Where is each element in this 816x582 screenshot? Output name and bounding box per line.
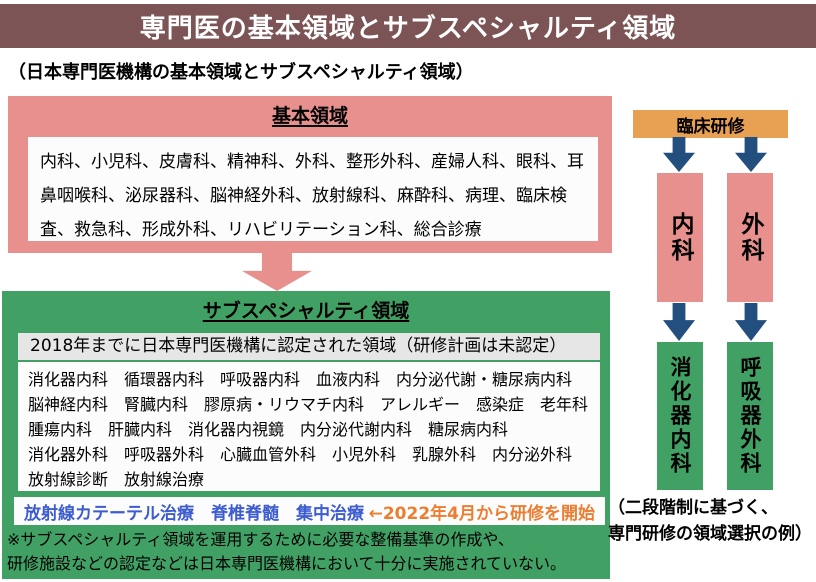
down-arrow-icon <box>663 137 695 172</box>
flow-sub-box-kokyukigeka: 呼吸器外科 <box>727 342 773 490</box>
new-areas-start-note: ←2022年4月から研修を開始 <box>368 503 595 524</box>
footnote: ※サブスペシャルティ領域を運用するために必要な整備基準の作成や、 研修施設などの… <box>7 528 566 576</box>
list-line: 脳神経内科 腎臓内科 膠原病・リウマチ内科 アレルギー 感染症 老年科 <box>28 395 589 414</box>
down-arrow-icon <box>735 303 767 341</box>
new-areas-box: 放射線カテーテル治療 脊椎脊髄 集中治療 ←2022年4月から研修を開始 <box>14 497 605 525</box>
list-line: 腫瘍内科 肝臓内科 消化器内視鏡 内分泌代謝内科 糖尿病内科 <box>28 420 509 439</box>
down-arrow-icon <box>735 137 767 172</box>
basic-area-box: 基本領域 内科、小児科、皮膚科、精神科、外科、整形外科、産婦人科、眼科、耳鼻咽喉… <box>8 96 612 253</box>
flow-caption-line: 専門研修の領域選択の例） <box>608 524 812 544</box>
page-title: 専門医の基本領域とサブスペシャルティ領域 <box>139 13 677 44</box>
footnote-line: 研修施設などの認定などは日本専門医機構において十分に実施されていない。 <box>7 554 567 573</box>
basic-area-list: 内科、小児科、皮膚科、精神科、外科、整形外科、産婦人科、眼科、耳鼻咽喉科、泌尿器… <box>28 137 598 241</box>
clinical-training-box: 臨床研修 <box>633 110 788 138</box>
footnote-line: ※サブスペシャルティ領域を運用するために必要な整備基準の作成や、 <box>7 530 514 549</box>
down-arrow-pink-icon <box>242 253 312 291</box>
certified-areas-header: 2018年までに日本専門医機構に認定された領域（研修計画は未認定） <box>18 333 600 360</box>
flow-basic-box-geka: 外科 <box>727 173 773 302</box>
page-title-bar: 専門医の基本領域とサブスペシャルティ領域 <box>0 4 816 48</box>
down-arrow-icon <box>663 303 695 341</box>
flow-basic-box-naika: 内科 <box>657 173 703 302</box>
basic-area-title: 基本領域 <box>271 105 348 127</box>
list-line: 放射線診断 放射線治療 <box>28 470 205 489</box>
flow-sub-box-shokakinaika: 消化器内科 <box>657 342 703 490</box>
subspecialty-area-title: サブスペシャルティ領域 <box>202 300 410 322</box>
flow-caption-line: （二段階制に基づく、 <box>608 498 778 518</box>
list-line: 消化器内科 循環器内科 呼吸器内科 血液内科 内分泌代謝・糖尿病内科 <box>28 370 573 389</box>
new-areas-text: 放射線カテーテル治療 脊椎脊髄 集中治療 <box>24 503 364 524</box>
list-line: 消化器外科 呼吸器外科 心臓血管外科 小児外科 乳腺外科 内分泌外科 <box>28 445 573 464</box>
subtitle: （日本専門医機構の基本領域とサブスペシャルティ領域） <box>8 62 474 83</box>
flow-caption: （二段階制に基づく、 専門研修の領域選択の例） <box>608 495 816 547</box>
certified-areas-list: 消化器内科 循環器内科 呼吸器内科 血液内科 内分泌代謝・糖尿病内科 脳神経内科… <box>18 362 600 491</box>
subspecialty-area-box: サブスペシャルティ領域 2018年までに日本専門医機構に認定された領域（研修計画… <box>2 291 610 579</box>
